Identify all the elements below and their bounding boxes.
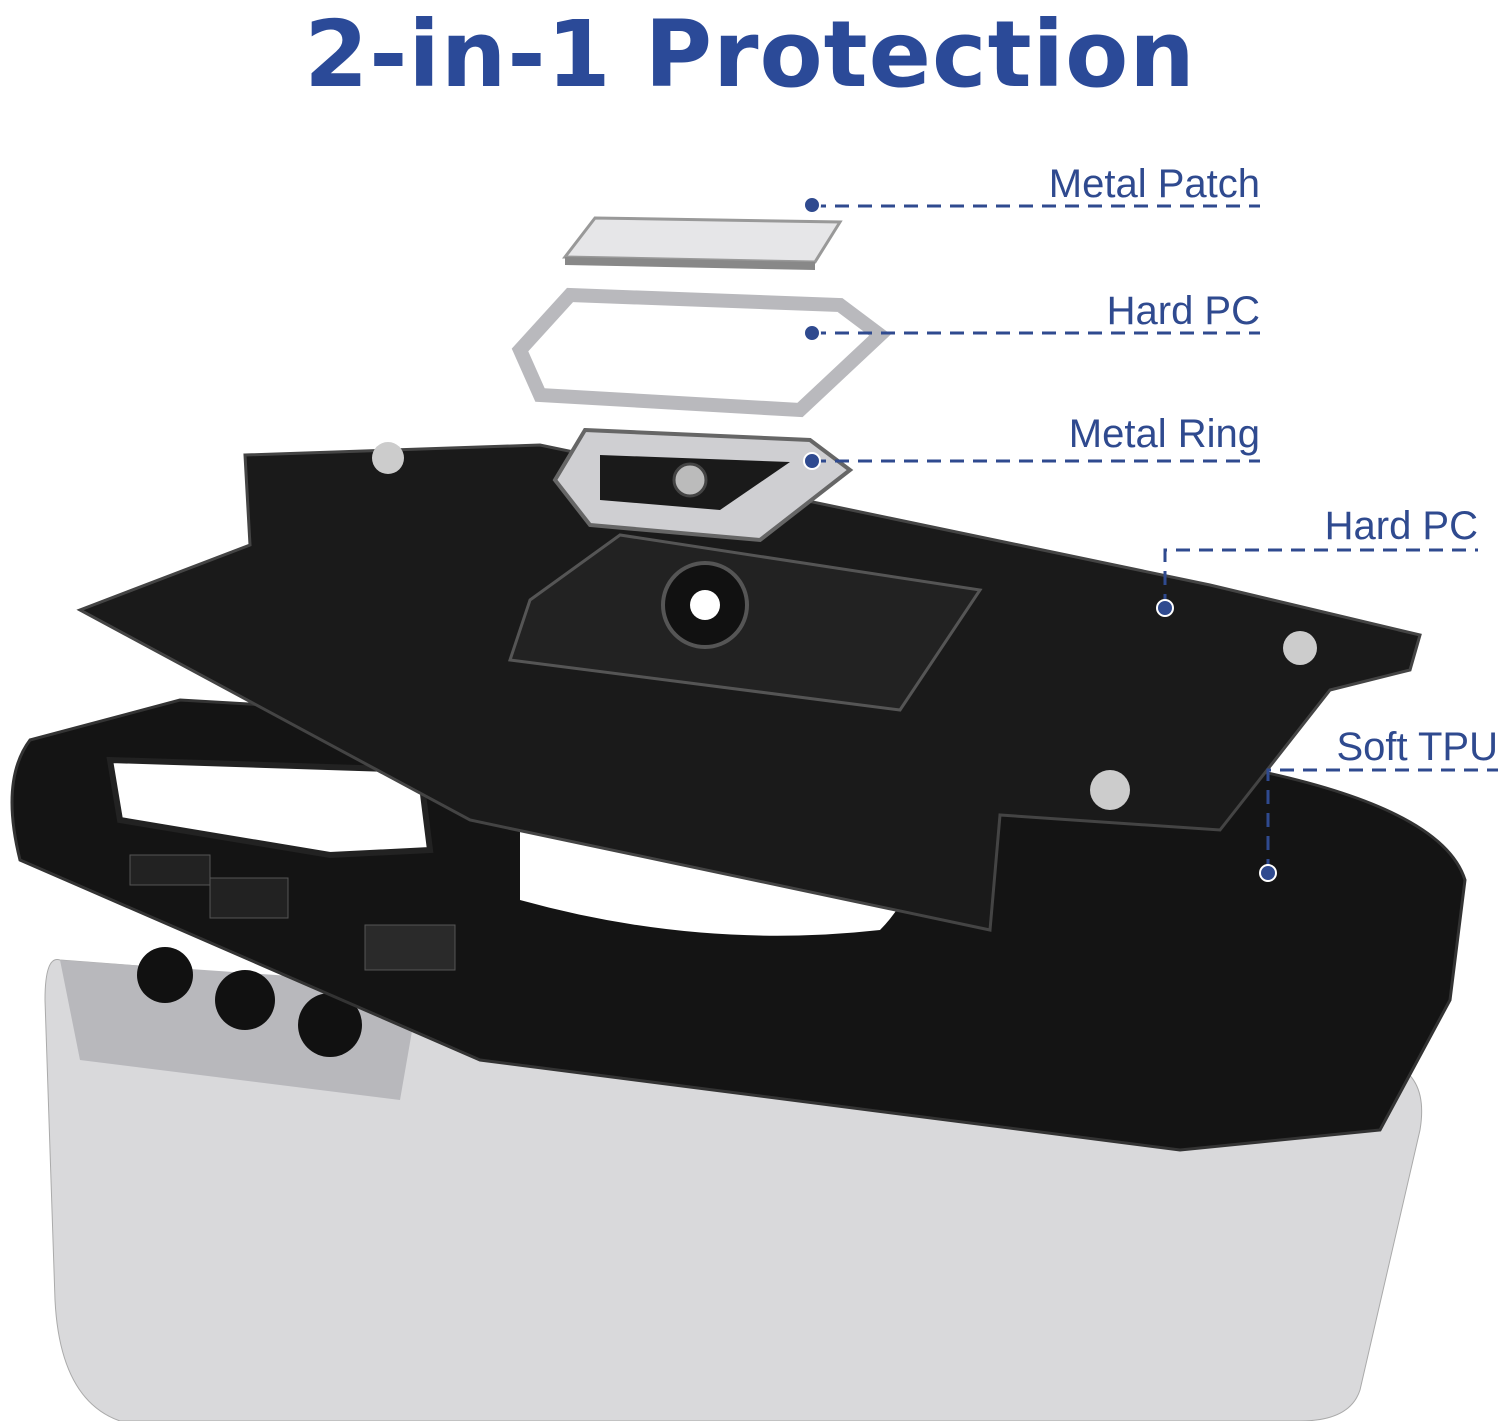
label-hard-pc-case: Hard PC xyxy=(1324,504,1478,548)
label-soft-tpu: Soft TPU xyxy=(1336,725,1498,769)
metal-patch xyxy=(561,216,843,270)
dot-marker xyxy=(1259,864,1277,882)
title: 2-in-1 Protection xyxy=(304,1,1196,108)
leader-hard-pc-case xyxy=(1163,548,1478,608)
label-metal-ring: Metal Ring xyxy=(1068,412,1260,456)
label-metal-patch: Metal Patch xyxy=(1048,162,1260,206)
label-hard-pc-top: Hard PC xyxy=(1106,289,1260,333)
dot-marker xyxy=(803,324,821,342)
metal-ring xyxy=(552,427,854,543)
dot-marker xyxy=(803,452,821,470)
dot-marker xyxy=(803,196,821,214)
dot-marker xyxy=(1156,599,1174,617)
hard-pc-plate xyxy=(76,442,1422,932)
leader-soft-tpu xyxy=(1266,768,1498,873)
hard-pc-ring xyxy=(511,287,891,418)
